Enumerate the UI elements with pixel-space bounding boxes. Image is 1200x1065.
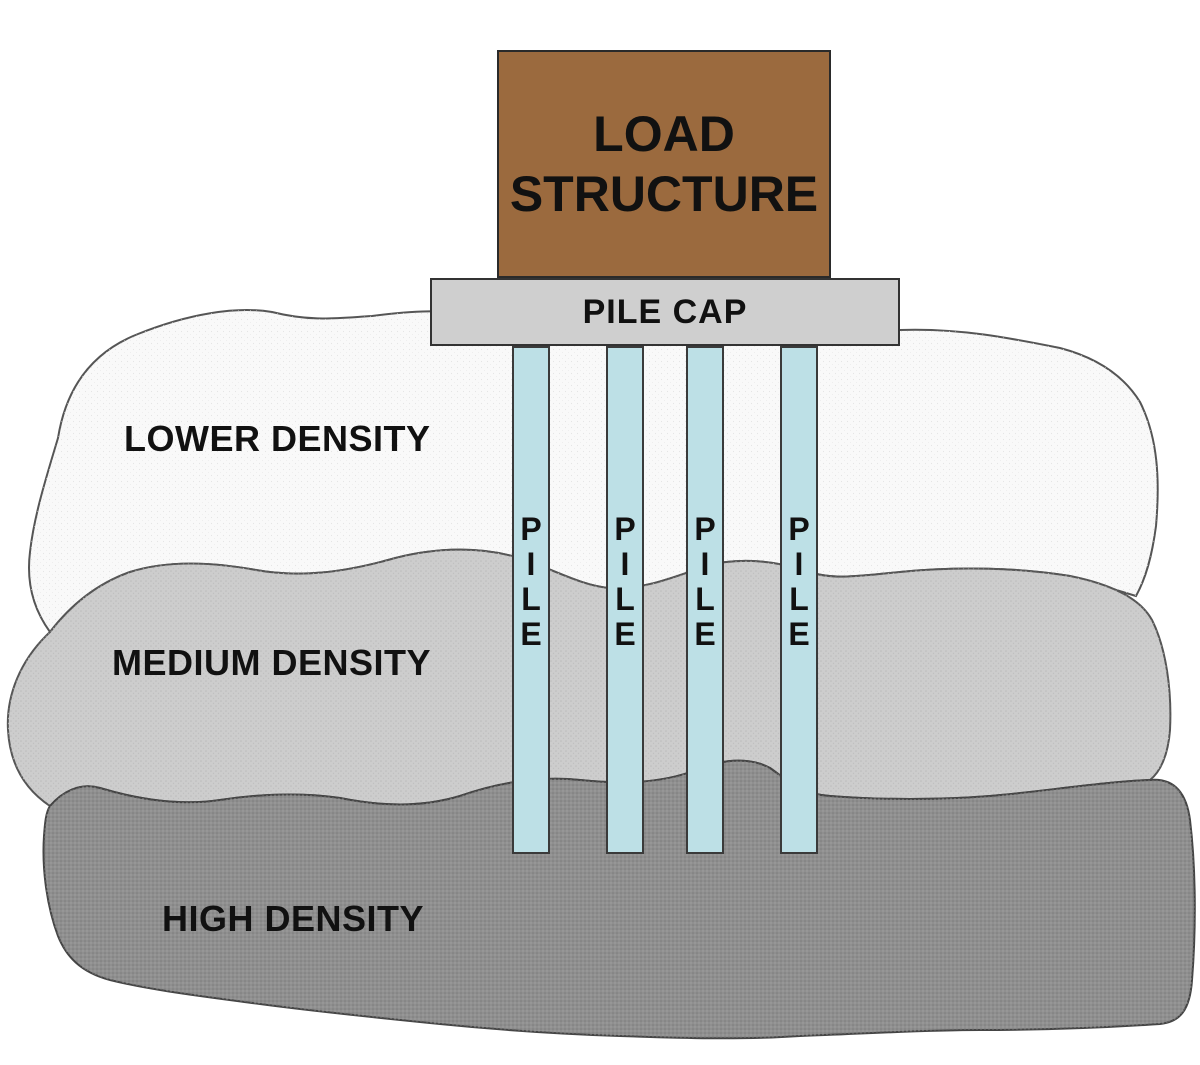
pile-label-letter: P — [788, 511, 810, 547]
pile-label-letter: P — [614, 511, 636, 547]
pile-label-letter: E — [694, 616, 716, 652]
load-structure-line-1: LOAD — [593, 106, 735, 162]
lower-density-label: LOWER DENSITY — [124, 418, 431, 459]
pile-1-label: P I L E — [512, 512, 550, 652]
pile-label-letter: I — [794, 546, 804, 582]
pile-1 — [512, 346, 550, 854]
pile-cap: PILE CAP — [430, 278, 900, 346]
pile-label-letter: I — [526, 546, 536, 582]
pile-label-letter: E — [614, 616, 636, 652]
pile-label-letter: P — [520, 511, 542, 547]
pile-4-label: P I L E — [780, 512, 818, 652]
pile-label-letter: L — [695, 581, 715, 617]
medium-density-label: MEDIUM DENSITY — [112, 642, 432, 683]
pile-label-letter: E — [788, 616, 810, 652]
pile-label-letter: L — [615, 581, 635, 617]
pile-label-letter: L — [789, 581, 809, 617]
pile-2 — [606, 346, 644, 854]
pile-label-letter: P — [694, 511, 716, 547]
high-density-label: HIGH DENSITY — [162, 898, 425, 939]
pile-label-letter: L — [521, 581, 541, 617]
load-structure-line-2: STRUCTURE — [509, 166, 819, 222]
pile-label-letter: I — [700, 546, 710, 582]
load-structure-box: LOAD STRUCTURE — [497, 50, 831, 278]
pile-cap-label: PILE CAP — [582, 292, 748, 331]
pile-2-label: P I L E — [606, 512, 644, 652]
pile-label-letter: I — [620, 546, 630, 582]
pile-3 — [686, 346, 724, 854]
pile-label-letter: E — [520, 616, 542, 652]
pile-4 — [780, 346, 818, 854]
pile-3-label: P I L E — [686, 512, 724, 652]
